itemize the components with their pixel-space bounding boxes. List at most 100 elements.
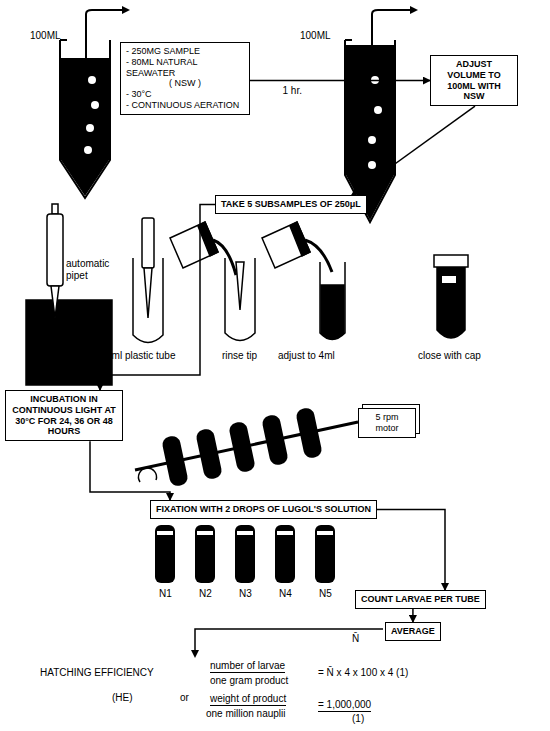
conical-tube-right	[372, 10, 410, 170]
conical-tube-right	[368, 136, 376, 144]
box-text: ADJUST VOLUME TO 100ML WITH NSW	[436, 59, 512, 102]
step-label: 5ml plastic tube	[106, 350, 175, 362]
volume-label: 100ML	[30, 30, 61, 42]
conical-tube-left	[91, 101, 99, 109]
process-box: COUNT LARVAE PER TUBE	[355, 590, 486, 609]
edge-label: 1 hr.	[281, 85, 304, 97]
fixed-tubes	[277, 531, 293, 535]
box-text: 5 rpm motor	[364, 412, 410, 434]
rotating-rack	[295, 407, 323, 460]
rotating-rack	[161, 435, 189, 488]
rotating-rack	[161, 435, 189, 488]
conical-tube-left	[86, 124, 94, 132]
box-text: COUNT LARVAE PER TUBE	[361, 594, 480, 605]
process-box: FIXATION WITH 2 DROPS OF LUGOL'S SOLUTIO…	[150, 500, 377, 519]
fixed-tubes	[155, 525, 175, 583]
box-text: ( NSW )	[126, 78, 244, 89]
formula-denominator: one million nauplii	[206, 708, 286, 720]
process-box: ADJUST VOLUME TO 100ML WITH NSW	[430, 55, 518, 106]
plastic-tube	[133, 218, 163, 343]
fixed-tubes	[317, 531, 333, 535]
plastic-tube	[142, 218, 154, 268]
conical-tube-left	[122, 6, 130, 14]
formula-label: = N̄ x 4 x 100 x 4 (1)	[318, 667, 408, 679]
formula-numerator: number of larvae	[210, 660, 285, 673]
automatic-pipet	[52, 204, 58, 214]
tube-label: N3	[239, 588, 252, 600]
box-text: TAKE 5 SUBSAMPLES OF 250μL	[221, 199, 361, 210]
rotating-rack	[195, 428, 223, 481]
motor-box: 5 rpm motor	[358, 408, 416, 438]
flow-arrow	[412, 609, 414, 622]
rotating-rack	[261, 414, 289, 467]
average-arrow	[191, 629, 383, 658]
flow-arrow	[250, 80, 430, 82]
conical-tube-right	[345, 6, 418, 222]
process-box: - 250MG SAMPLE- 80ML NATURAL SEAWATER( N…	[120, 42, 250, 115]
flow-arrow	[352, 106, 475, 195]
fixed-tubes	[237, 531, 253, 535]
automatic-pipet	[26, 204, 112, 385]
box-text: - 80ML NATURAL SEAWATER	[126, 57, 244, 79]
conical-tube-right	[410, 6, 418, 14]
plastic-tube	[144, 268, 152, 318]
process-box: TAKE 5 SUBSAMPLES OF 250μL	[215, 195, 367, 214]
conical-tube-left	[88, 76, 96, 84]
rinse-tip-beaker	[170, 222, 218, 268]
box-text: - 250MG SAMPLE	[126, 46, 244, 57]
tube-label: N2	[199, 588, 212, 600]
adjust-volume-beaker	[321, 285, 344, 339]
step-label: rinse tip	[222, 350, 257, 362]
process-box: AVERAGE	[385, 622, 441, 641]
fixed-tubes	[315, 525, 335, 583]
flow-arrow	[377, 509, 445, 590]
automatic-pipet	[51, 286, 59, 318]
rotating-rack	[228, 421, 256, 474]
adjust-volume-beaker	[262, 222, 310, 268]
formula-denominator: one gram product	[210, 675, 288, 687]
fixed-tubes	[155, 525, 335, 583]
fixed-tubes	[275, 525, 295, 583]
capped-tube	[442, 276, 456, 283]
box-text: INCUBATION IN CONTINUOUS LIGHT AT 30°C F…	[11, 394, 117, 437]
adjust-volume-beaker	[305, 240, 332, 272]
average-arrow	[195, 629, 383, 652]
capped-tube	[434, 255, 468, 338]
process-box: INCUBATION IN CONTINUOUS LIGHT AT 30°C F…	[5, 390, 123, 441]
rinse-tip-beaker	[198, 222, 218, 256]
fixed-tubes	[195, 525, 215, 583]
flow-arrow	[100, 204, 215, 390]
tool-label: automatic pipet	[66, 258, 114, 282]
fixed-tubes	[157, 531, 173, 535]
rotating-rack	[228, 421, 256, 474]
fixed-tubes	[197, 531, 213, 535]
adjust-volume-beaker	[290, 222, 310, 256]
box-text: - 30°C	[126, 89, 244, 100]
formula-label: HATCHING EFFICIENCY	[40, 667, 154, 679]
tube-label: N4	[279, 588, 292, 600]
rotating-rack	[195, 428, 223, 481]
box-text: FIXATION WITH 2 DROPS OF LUGOL'S SOLUTIO…	[156, 504, 371, 515]
conical-tube-left	[84, 146, 92, 154]
rotating-rack	[135, 407, 358, 488]
formula-denominator: (1)	[352, 713, 364, 725]
step-label: close with cap	[418, 350, 481, 362]
adjust-volume-beaker	[320, 262, 345, 340]
capped-tube	[437, 262, 465, 338]
rinse-tip-beaker	[225, 258, 255, 341]
conical-tube-left	[86, 10, 122, 150]
step-label: adjust to 4ml	[278, 350, 335, 362]
tube-label: N1	[159, 588, 172, 600]
rinse-tip-beaker	[170, 222, 255, 341]
tube-label: N5	[319, 588, 332, 600]
formula-numerator: = 1,000,000	[318, 699, 371, 712]
formula-label: or	[180, 692, 189, 704]
rinse-tip-beaker	[236, 262, 244, 310]
plastic-tube	[133, 258, 163, 343]
automatic-pipet	[26, 300, 112, 385]
conical-tube-right	[368, 161, 376, 169]
rotating-rack	[139, 468, 157, 482]
average-arrow	[191, 650, 199, 658]
box-text: - CONTINUOUS AERATION	[126, 100, 244, 111]
